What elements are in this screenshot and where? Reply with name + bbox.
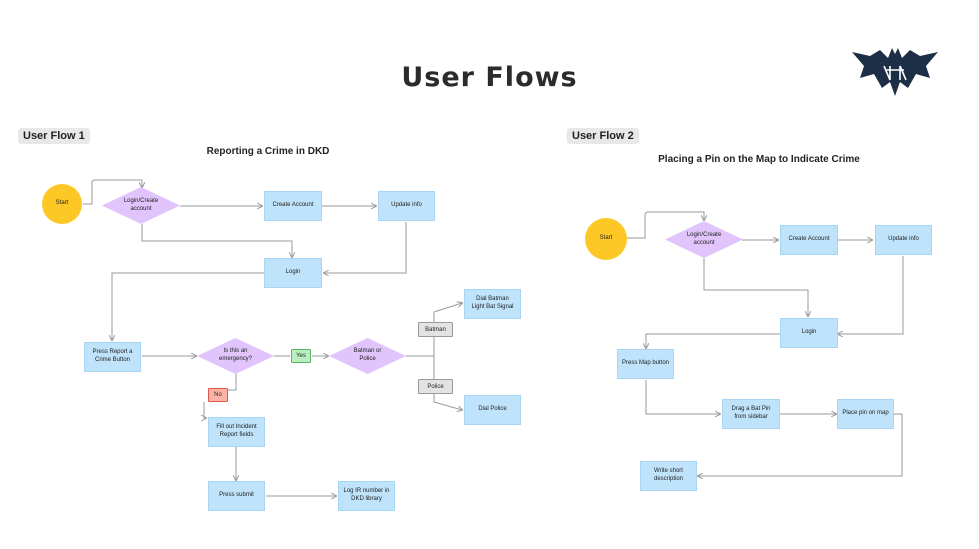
flow2-drag-pin-node[interactable]: Drag a Bat Pin from sidebar	[722, 399, 780, 429]
flow2-login-create-label: Login/Create account	[686, 231, 722, 246]
flow1-dial-police-node[interactable]: Dial Police	[464, 395, 521, 425]
flow1-no-tag: No	[208, 388, 228, 402]
flow1-start-node[interactable]: Start	[42, 184, 82, 224]
flow1-create-account-node[interactable]: Create Account	[264, 191, 322, 221]
flow1-press-submit-node[interactable]: Press submit	[208, 481, 265, 511]
page-title: User Flows	[401, 62, 578, 93]
flow2-login-node[interactable]: Login	[780, 318, 838, 348]
flow1-login-create-label: Login/Create account	[123, 197, 159, 212]
flow1-emergency-label: Is this an emergency?	[218, 348, 253, 362]
flow2-write-description-node[interactable]: Write short description	[640, 461, 697, 491]
flow1-yes-tag: Yes	[291, 349, 311, 363]
flow1-batman-or-police-decision[interactable]: Batman or Police	[329, 338, 406, 374]
flow1-press-report-node[interactable]: Press Report a Crime Button	[84, 342, 141, 372]
flow1-update-info-node[interactable]: Update info	[378, 191, 435, 221]
user-flow-1-tag: User Flow 1	[18, 128, 90, 144]
flow1-fill-out-node[interactable]: Fill out Incident Report fields	[208, 417, 265, 447]
flow2-update-info-node[interactable]: Update info	[875, 225, 932, 255]
flow-1-subtitle: Reporting a Crime in DKD	[206, 146, 330, 157]
user-flow-2-tag: User Flow 2	[567, 128, 639, 144]
flow1-dial-batman-node[interactable]: Dial Batman Light Bat Signal	[464, 289, 521, 319]
flow1-login-node[interactable]: Login	[264, 258, 322, 288]
flow1-batman-tag: Batman	[418, 322, 453, 337]
flow2-press-map-node[interactable]: Press Map button	[617, 349, 674, 379]
flow1-batman-or-police-label: Batman or Police	[353, 348, 382, 362]
flow-2-subtitle: Placing a Pin on the Map to Indicate Cri…	[658, 154, 860, 165]
flow1-police-tag: Police	[418, 379, 453, 394]
flow2-create-account-node[interactable]: Create Account	[780, 225, 838, 255]
flow2-login-create-decision[interactable]: Login/Create account	[665, 221, 743, 258]
flow1-login-create-decision[interactable]: Login/Create account	[102, 187, 180, 224]
bat-logo-icon	[850, 44, 940, 102]
flow2-place-pin-node[interactable]: Place pin on map	[837, 399, 894, 429]
flow2-start-node[interactable]: Start	[585, 218, 627, 260]
flow1-log-ir-node[interactable]: Log IR number in DKD library	[338, 481, 395, 511]
flow1-emergency-decision[interactable]: Is this an emergency?	[197, 338, 274, 374]
